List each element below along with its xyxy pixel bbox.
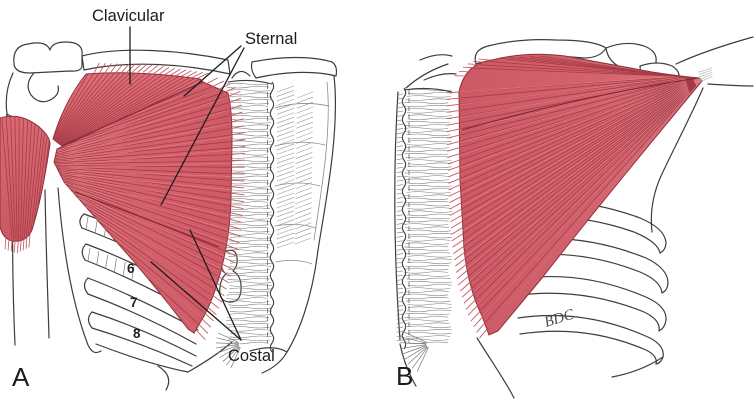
sternum-edge-b: [396, 87, 453, 350]
sternal-leader: [183, 45, 242, 97]
clavicular-head-muscle: [52, 62, 209, 147]
sternum-hatching-b: [403, 88, 453, 344]
figure-b: [394, 36, 754, 399]
figure-a: [0, 41, 338, 391]
sternum-silhouette-b: [394, 91, 401, 341]
costal-leader: [189, 229, 242, 341]
neck-line: [419, 54, 453, 61]
figure-letter-a: A: [12, 362, 30, 392]
clavicle-right: [250, 56, 338, 79]
lower-chest-outline: [95, 341, 233, 373]
rib-number-7: 7: [130, 295, 138, 310]
raised-arm-upper: [675, 36, 754, 65]
costal-margin-right: [249, 347, 288, 374]
costal-leader: [150, 261, 242, 341]
clavicle-left: [81, 49, 231, 75]
sternum-edge-a: [227, 79, 275, 353]
label-clavicular: Clavicular: [92, 7, 165, 25]
sheath-fan-a: [215, 332, 241, 368]
lateral-chest-line: [57, 187, 102, 354]
raised-arm-lower: [707, 83, 754, 87]
sternal-leader: [160, 47, 245, 206]
figure-letter-b: B: [396, 361, 413, 391]
artist-signature: BDC: [542, 306, 576, 330]
right-thorax-border: [286, 75, 337, 353]
rib-number-6: 6: [127, 261, 135, 276]
sheath-fan-b: [399, 330, 429, 372]
labels: Clavicular Sternal Costal 6 7 8 A B BDC: [12, 7, 577, 392]
neck-line: [423, 73, 457, 81]
acromion-outline: [13, 41, 83, 74]
label-sternal: Sternal: [245, 30, 297, 48]
label-costal: Costal: [228, 347, 275, 365]
right-cartilage-hatch-a: [276, 85, 314, 249]
coracoid-outline: [27, 72, 59, 103]
jugular-notch: [231, 70, 251, 79]
leader-lines: [129, 26, 245, 341]
arm-outline: [44, 189, 50, 339]
pectoralis-muscle-b: [446, 53, 713, 339]
arm-muscle-bundle: [0, 115, 51, 254]
axilla-lateral-line: [650, 87, 704, 233]
rib-number-8: 8: [133, 326, 141, 341]
